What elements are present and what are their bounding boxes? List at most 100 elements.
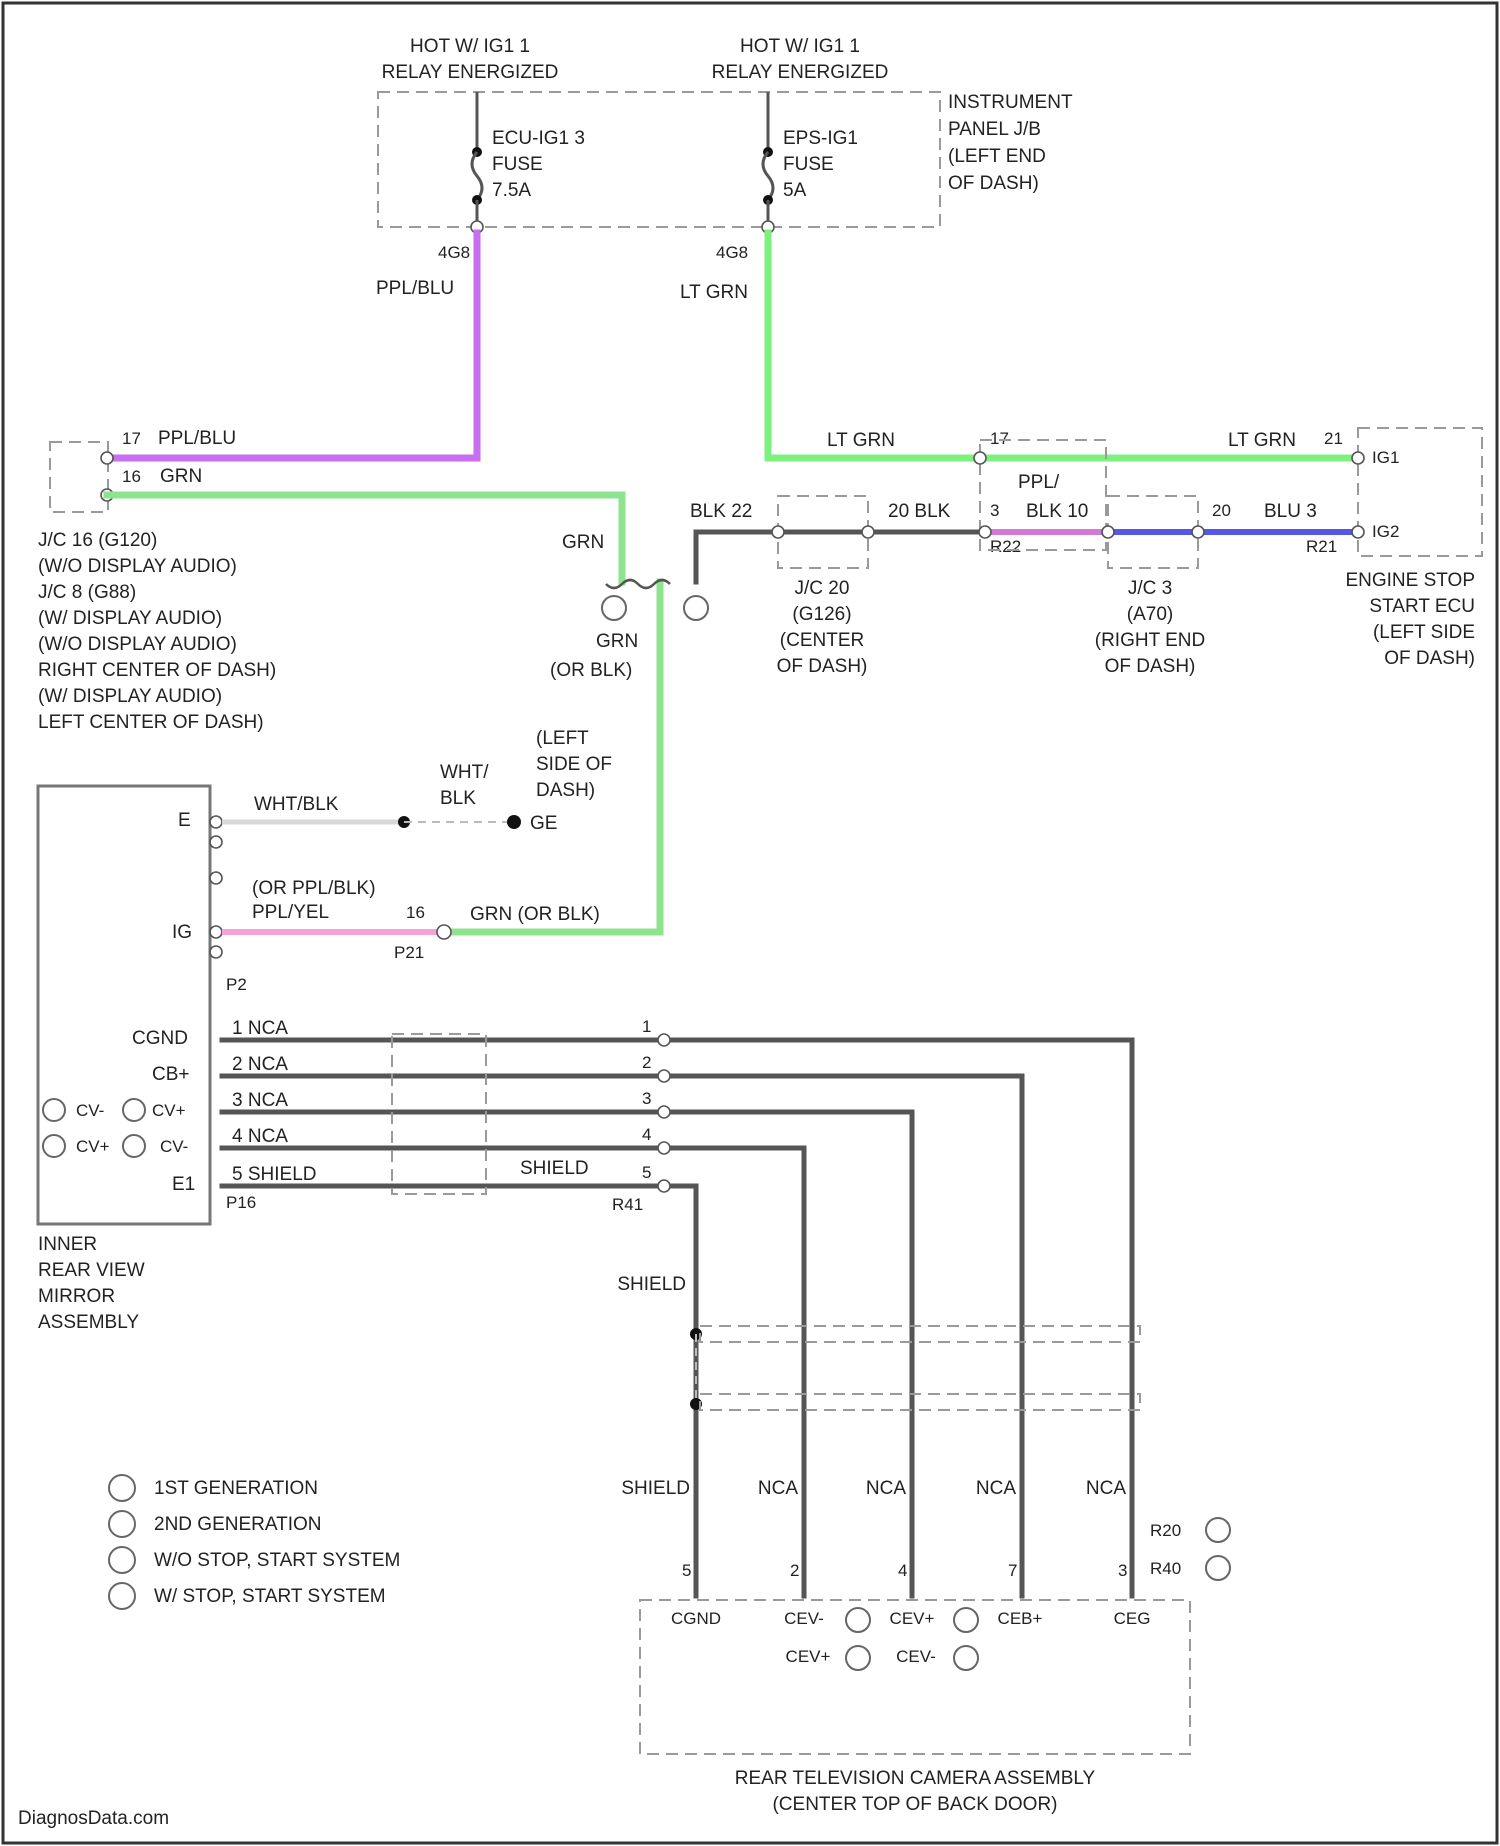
mirror-pin-cv-plus-2: CV+ bbox=[76, 1137, 110, 1156]
pin-3-a: 3 bbox=[990, 501, 999, 520]
mirror-ref-circle-3 bbox=[43, 1135, 65, 1157]
junction-block-label-2: PANEL J/B bbox=[948, 119, 1041, 140]
pin-lt-grn-17 bbox=[974, 452, 986, 464]
power-label-left-1: HOT W/ IG1 1 bbox=[410, 36, 530, 57]
mirror-label-4: ASSEMBLY bbox=[38, 1312, 139, 1333]
legend-ref-circle-a bbox=[602, 596, 626, 620]
wire-label-wht-blk-mid-2: BLK bbox=[440, 788, 476, 809]
wire-label-blk-20: 20 BLK bbox=[888, 501, 951, 522]
wire-label-lt-grn-right: LT GRN bbox=[1228, 430, 1296, 451]
fuse-left-label-3: 7.5A bbox=[492, 180, 531, 201]
camera-pin2-1: CEV+ bbox=[786, 1647, 831, 1666]
wire-label-ppl-blu-17: PPL/BLU bbox=[158, 428, 236, 449]
legend-item-4: W/ STOP, START SYSTEM bbox=[154, 1586, 386, 1607]
legend-item-1: 1ST GENERATION bbox=[154, 1478, 318, 1499]
ground-label-2: SIDE OF bbox=[536, 754, 612, 775]
wire-label-lt-grn-top: LT GRN bbox=[680, 282, 748, 303]
wire-label-or-blk-lower: (OR BLK) bbox=[550, 660, 632, 681]
connector-4g8-left: 4G8 bbox=[438, 243, 470, 262]
camera-pin-number-2: 7 bbox=[1008, 1561, 1017, 1580]
r41-pin-2 bbox=[658, 1070, 670, 1082]
jc3-pin-b bbox=[1192, 526, 1204, 538]
fuse-left-symbol bbox=[472, 152, 482, 200]
fuse-right-symbol bbox=[763, 152, 773, 200]
camera-wire-label-1: NCA bbox=[1086, 1478, 1126, 1499]
connector-r20: R20 bbox=[1150, 1521, 1181, 1540]
legend-circle-4 bbox=[109, 1583, 135, 1609]
camera-ref-circle-1 bbox=[846, 1608, 870, 1632]
mirror-pin-cgnd: CGND bbox=[132, 1028, 188, 1049]
ground-label-3: DASH) bbox=[536, 780, 595, 801]
wire-blk bbox=[696, 532, 980, 582]
connector-r40-ref bbox=[1206, 1556, 1230, 1580]
r41-pin-number-5: 5 bbox=[642, 1163, 651, 1182]
mirror-pin-cv-plus-1: CV+ bbox=[152, 1101, 186, 1120]
watermark: DiagnosData.com bbox=[18, 1808, 169, 1829]
legend-ref-circle-b bbox=[684, 596, 708, 620]
p2-pin-1 bbox=[210, 816, 222, 828]
jc20-label-1: J/C 20 bbox=[795, 578, 850, 599]
camera-label-1: REAR TELEVISION CAMERA ASSEMBLY bbox=[735, 1768, 1096, 1789]
mirror-box bbox=[38, 786, 210, 1224]
pin-blk-3 bbox=[979, 526, 991, 538]
ground-dot bbox=[507, 815, 521, 829]
wire-label-wht-blk-1: WHT/BLK bbox=[254, 794, 339, 815]
p21-pin bbox=[437, 925, 451, 939]
ecu-pin-label-ig2: IG2 bbox=[1372, 522, 1399, 541]
connector-p2: P2 bbox=[226, 975, 247, 994]
camera-pin-1: CGND bbox=[671, 1609, 721, 1628]
mirror-label-1: INNER bbox=[38, 1234, 97, 1255]
camera-ref-circle-4 bbox=[954, 1646, 978, 1670]
mirror-wire-label-4: 4 NCA bbox=[232, 1126, 288, 1147]
r41-pin-4 bbox=[658, 1142, 670, 1154]
ecu-pin-ig1 bbox=[1352, 452, 1364, 464]
camera-pin-3: CEV+ bbox=[890, 1609, 935, 1628]
wire-label-ppl-blu-top: PPL/BLU bbox=[376, 278, 454, 299]
shield-label-mid: SHIELD bbox=[520, 1158, 589, 1179]
jc16-label-7: (W/ DISPLAY AUDIO) bbox=[38, 686, 222, 707]
fuse-right-label-1: EPS-IG1 bbox=[783, 128, 858, 149]
mirror-label-3: MIRROR bbox=[38, 1286, 115, 1307]
ecu-pin-label-ig1: IG1 bbox=[1372, 448, 1399, 467]
camera-pin-4: CEB+ bbox=[998, 1609, 1043, 1628]
legend-circle-1 bbox=[109, 1475, 135, 1501]
fuse-right-label-2: FUSE bbox=[783, 154, 834, 175]
r41-pin-5 bbox=[658, 1180, 670, 1192]
camera-pin-number-4: 2 bbox=[790, 1561, 799, 1580]
junction-block-label-1: INSTRUMENT bbox=[948, 92, 1073, 113]
fuse-right-label-3: 5A bbox=[783, 180, 807, 201]
p2-pin-4 bbox=[210, 926, 222, 938]
jc20-label-4: OF DASH) bbox=[777, 656, 868, 677]
pin-16-mirror: 16 bbox=[406, 903, 425, 922]
jc20-pin-a bbox=[772, 526, 784, 538]
camera-pin-number-1: 3 bbox=[1118, 1561, 1127, 1580]
mirror-ref-circle-1 bbox=[43, 1099, 65, 1121]
r41-pin-number-4: 4 bbox=[642, 1125, 651, 1144]
camera-wire-label-3: NCA bbox=[866, 1478, 906, 1499]
cable-shield-band-2 bbox=[700, 1394, 1140, 1410]
jc16-label-5: (W/O DISPLAY AUDIO) bbox=[38, 634, 237, 655]
jc3-label-2: (A70) bbox=[1127, 604, 1173, 625]
wire-label-grn-or-blk: GRN (OR BLK) bbox=[470, 904, 600, 925]
camera-pin-2: CEV- bbox=[784, 1609, 824, 1628]
mirror-pin-ig: IG bbox=[172, 922, 192, 943]
camera-pin-number-3: 4 bbox=[898, 1561, 907, 1580]
camera-ref-circle-3 bbox=[846, 1646, 870, 1670]
mirror-wire-label-5: 5 SHIELD bbox=[232, 1164, 316, 1185]
ecu-label-2: START ECU bbox=[1369, 596, 1475, 617]
r41-pin-3 bbox=[658, 1106, 670, 1118]
r41-pin-number-2: 2 bbox=[642, 1053, 651, 1072]
jc20-label-2: (G126) bbox=[792, 604, 851, 625]
jc16-label-4: (W/ DISPLAY AUDIO) bbox=[38, 608, 222, 629]
p2-pin-2 bbox=[210, 836, 222, 848]
mirror-ref-circle-4 bbox=[123, 1135, 145, 1157]
cable-shield-band-1 bbox=[700, 1326, 1140, 1342]
pin-17-mid: 17 bbox=[990, 429, 1009, 448]
ecu-label-1: ENGINE STOP bbox=[1345, 570, 1475, 591]
legend-item-3: W/O STOP, START SYSTEM bbox=[154, 1550, 400, 1571]
wire-label-or-ppl-blk: (OR PPL/BLK) bbox=[252, 878, 376, 899]
camera-wire-label-2: NCA bbox=[976, 1478, 1016, 1499]
jc20-label-3: (CENTER bbox=[780, 630, 864, 651]
ecu-label-4: OF DASH) bbox=[1384, 648, 1475, 669]
pin-16-left: 16 bbox=[122, 467, 141, 486]
